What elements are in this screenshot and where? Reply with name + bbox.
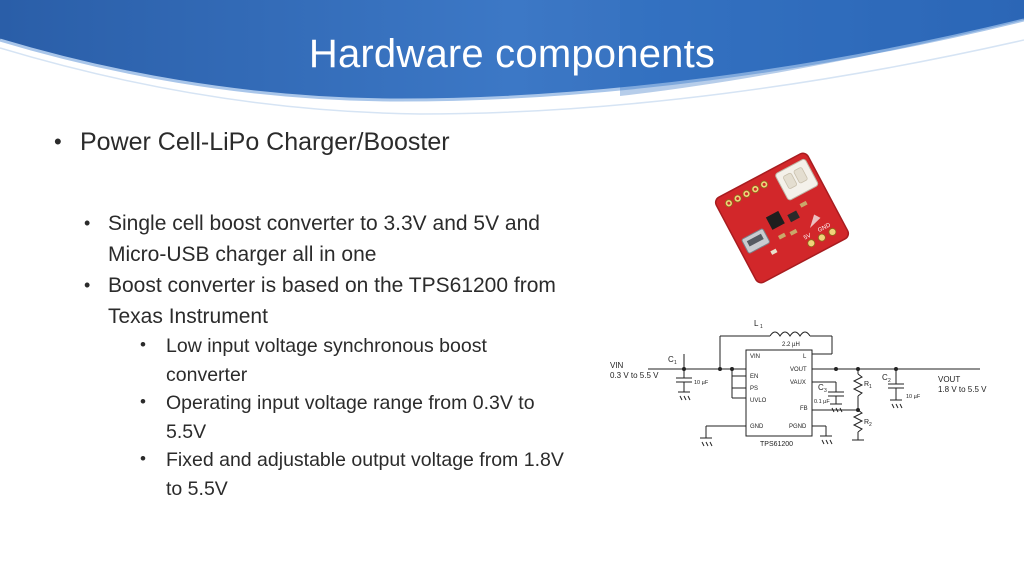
c2-label: C: [882, 373, 888, 382]
bullet-dot-icon: •: [84, 275, 91, 295]
inductor-sub: 1: [760, 324, 763, 330]
bullet-text: Low input voltage synchronous boost conv…: [166, 335, 487, 386]
bullet-dot-icon: •: [140, 449, 146, 468]
bullet-level1: • Power Cell-LiPo Charger/Booster: [52, 122, 592, 162]
ic-pin-l: L: [803, 354, 807, 360]
c3-label: C: [818, 383, 824, 392]
c1-value: 10 µF: [694, 380, 709, 386]
ic-pin-ps: PS: [750, 386, 758, 392]
bullet-level2: • Single cell boost converter to 3.3V an…: [52, 208, 568, 270]
bullet-level2: • Boost converter is based on the TPS612…: [52, 270, 568, 332]
svg-text:5V: 5V: [803, 233, 812, 242]
r1-label: R: [864, 381, 869, 388]
bullet-text: Power Cell-LiPo Charger/Booster: [80, 128, 450, 156]
vout-range: 1.8 V to 5.5 V: [938, 385, 987, 394]
ic-pin-fb: FB: [800, 406, 808, 412]
c3-sub: 3: [824, 388, 827, 394]
ic-pin-vaux: VAUX: [790, 380, 806, 386]
inductor-label: L: [754, 319, 759, 328]
bullet-level3: • Fixed and adjustable output voltage fr…: [52, 446, 566, 503]
c2-sub: 2: [888, 378, 891, 384]
r1-sub: 1: [869, 384, 872, 390]
c1-sub: 1: [674, 360, 677, 366]
ic-pin-vin: VIN: [750, 354, 760, 360]
bullet-text: Boost converter is based on the TPS61200…: [108, 274, 556, 328]
r2-label: R: [864, 419, 869, 426]
bullet-list: • Power Cell-LiPo Charger/Booster • Sing…: [52, 122, 592, 503]
vin-label: VIN: [610, 361, 624, 370]
bullet-text: Fixed and adjustable output voltage from…: [166, 449, 564, 500]
bullet-level3: • Low input voltage synchronous boost co…: [52, 332, 566, 389]
ic-pin-vout: VOUT: [790, 367, 807, 373]
bullet-dot-icon: •: [54, 129, 62, 154]
bullet-dot-icon: •: [140, 335, 146, 354]
board-image: 5V GND: [714, 152, 850, 284]
boost-converter-schematic: VIN 0.3 V to 5.5 V C 1 10 µF L 1 2.2 µH …: [610, 319, 987, 448]
svg-text:GND: GND: [817, 222, 832, 234]
slide-title: Hardware components: [308, 32, 716, 76]
inductor-value: 2.2 µH: [782, 342, 800, 348]
ic-pin-gnd: GND: [750, 424, 764, 430]
c2-value: 10 µF: [906, 394, 921, 400]
bullet-dot-icon: •: [84, 213, 91, 233]
vout-label: VOUT: [938, 375, 960, 384]
ic-pin-uvlo: UVLO: [750, 398, 767, 404]
bullet-text: Single cell boost converter to 3.3V and …: [108, 212, 540, 266]
header-banner: [0, 0, 1024, 115]
c3-value: 0.1 µF: [814, 399, 830, 405]
ic-pin-en: EN: [750, 374, 758, 380]
vin-range: 0.3 V to 5.5 V: [610, 371, 659, 380]
ic-pin-pgnd: PGND: [789, 424, 807, 430]
ic-name: TPS61200: [760, 441, 793, 448]
bullet-dot-icon: •: [140, 392, 146, 411]
bullet-level3: • Operating input voltage range from 0.3…: [52, 389, 566, 446]
bullet-text: Operating input voltage range from 0.3V …: [166, 392, 535, 443]
c1-label: C: [668, 355, 674, 364]
r2-sub: 2: [869, 422, 872, 428]
